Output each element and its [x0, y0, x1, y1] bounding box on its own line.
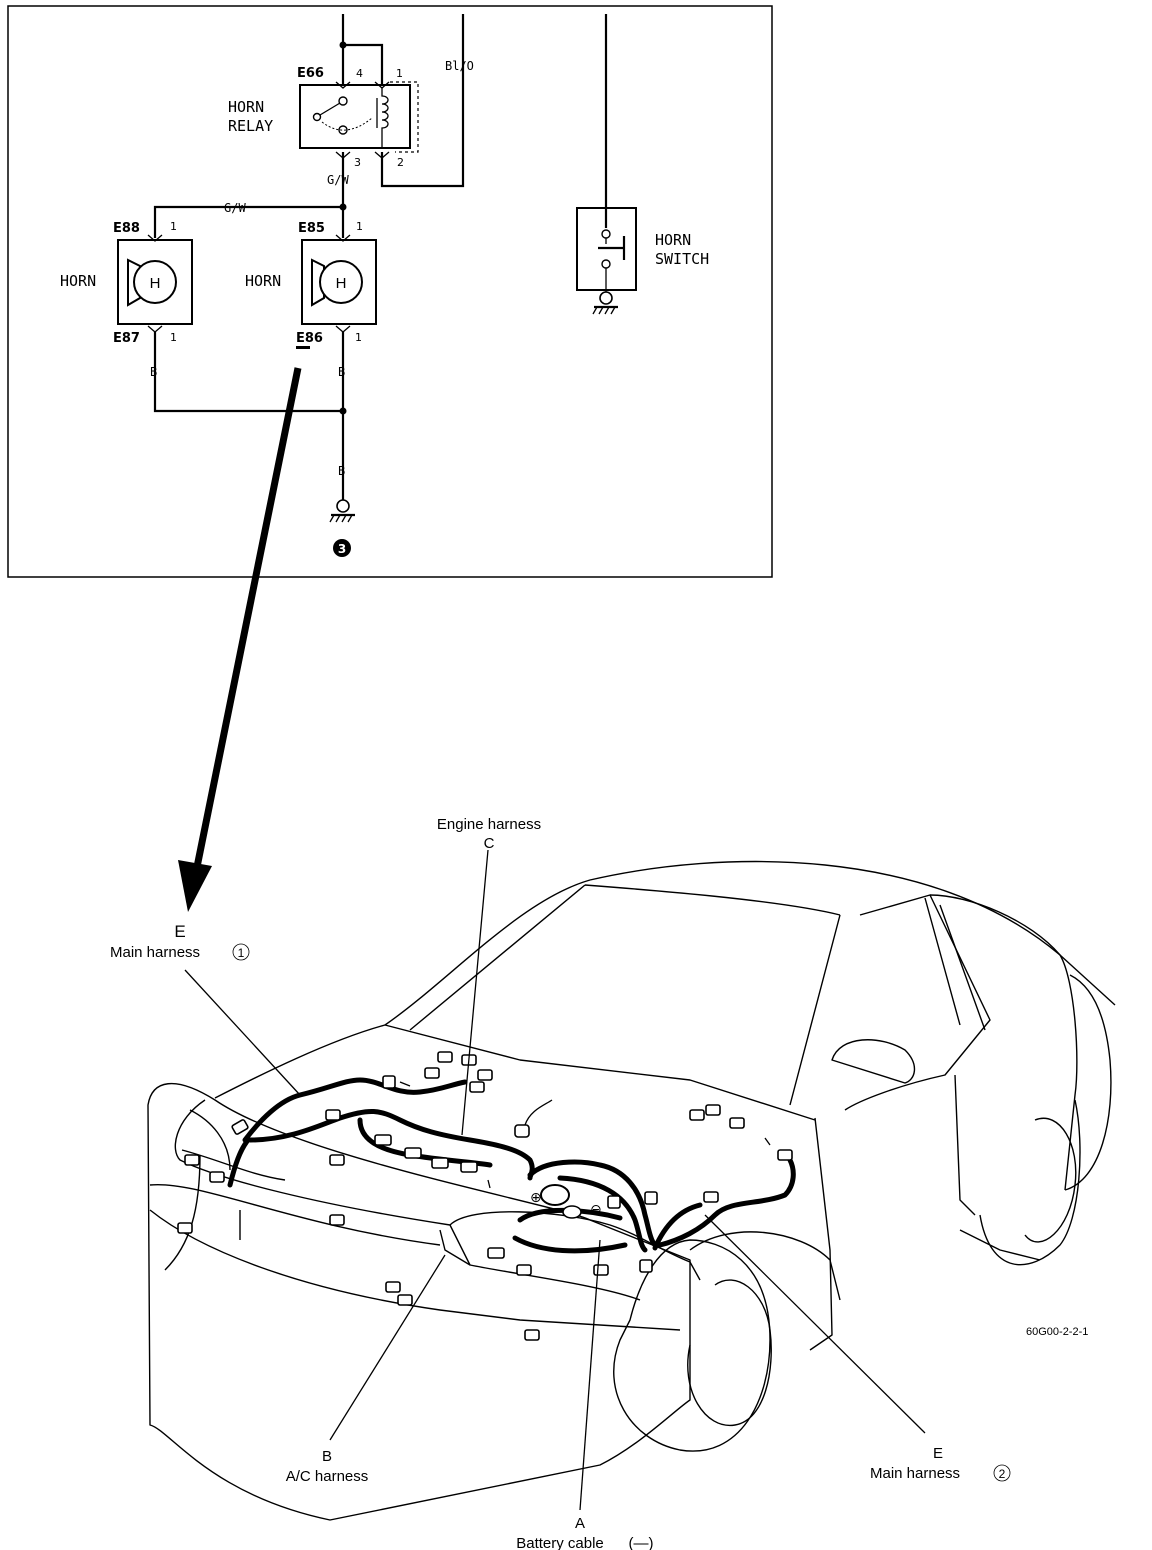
relay-name-line2: RELAY: [228, 117, 273, 135]
horn-left-pin-bottom: 1: [170, 331, 177, 344]
horn-right-connector-bottom: E86: [296, 331, 323, 346]
horn-switch-label-line1: HORN: [655, 231, 691, 249]
plus-terminal-icon: ⊕: [530, 1190, 542, 1206]
wire-label-bl-o: Bl/O: [445, 59, 474, 73]
horn-switch: HORN SWITCH: [576, 14, 709, 315]
horn-left-label: HORN: [60, 272, 96, 290]
horn-switch-label-line2: SWITCH: [655, 250, 709, 268]
battery-cable-sign: (—): [629, 1535, 654, 1550]
ac-harness-name: A/C harness: [286, 1468, 369, 1485]
pointer-arrow: [178, 367, 302, 912]
ground-number-badge: [333, 539, 351, 557]
engine-harness-letter: C: [484, 835, 495, 852]
horn-right-pin-bottom: 1: [355, 331, 362, 344]
wire-bl-o: [380, 14, 465, 188]
wire-label-g-w-horn: G/W: [224, 201, 246, 215]
wire-label-b-ground: B: [338, 464, 345, 478]
schematic-frame: [7, 5, 773, 578]
wire-label-b-left: B: [150, 365, 157, 379]
main-harness-2-number: 2: [999, 1467, 1006, 1481]
leader-lines: [184, 849, 926, 1511]
engine-harness-name: Engine harness: [437, 816, 541, 833]
relay-pin-1: 1: [396, 67, 403, 80]
horn-right-connector-top: E85: [298, 221, 325, 236]
wire-b-left: [153, 332, 343, 413]
main-harness-1-letter: E: [174, 922, 185, 941]
main-harness-2-letter: E: [933, 1445, 943, 1462]
minus-terminal-icon: ⊖: [590, 1202, 602, 1218]
main-harness-1-name: Main harness: [110, 944, 200, 961]
relay-pin-2: 2: [397, 156, 404, 169]
relay-pin-3: 3: [354, 156, 361, 169]
horn-left-symbol: H: [150, 275, 161, 292]
main-harness-1-number: 1: [238, 946, 245, 960]
horn-left-connector-bottom: E87: [113, 331, 140, 346]
horn-right-pin-top: 1: [356, 220, 363, 233]
horn-right: E85 1 H HORN E86 1: [245, 220, 377, 349]
figure-code: 60G00-2-2-1: [1026, 1326, 1088, 1338]
relay-connector-id: E66: [297, 66, 324, 81]
horn-relay: E66 4 1 3 2 HORN RELAY: [228, 14, 419, 169]
horn-right-symbol: H: [336, 275, 347, 292]
wire-label-b-right: B: [338, 365, 345, 379]
ground-number: 3: [338, 542, 346, 556]
battery-cable-name: Battery cable: [516, 1535, 604, 1550]
horn-left-pin-top: 1: [170, 220, 177, 233]
ac-harness-letter: B: [322, 1448, 332, 1465]
horn-left-connector-top: E88: [113, 221, 140, 236]
main-harness-2-name: Main harness: [870, 1465, 960, 1482]
ground-symbol: 3: [329, 499, 355, 557]
wire-label-g-w-relay: G/W: [327, 173, 349, 187]
relay-pin-4: 4: [356, 67, 363, 80]
relay-name-line1: HORN: [228, 98, 264, 116]
battery: ⊕ ⊖: [530, 1184, 602, 1219]
horn-right-label: HORN: [245, 272, 281, 290]
horn-left: E88 1 H HORN E87 1: [60, 220, 193, 346]
battery-cable-letter: A: [575, 1515, 585, 1532]
car-illustration: ⊕ ⊖: [147, 860, 1116, 1521]
